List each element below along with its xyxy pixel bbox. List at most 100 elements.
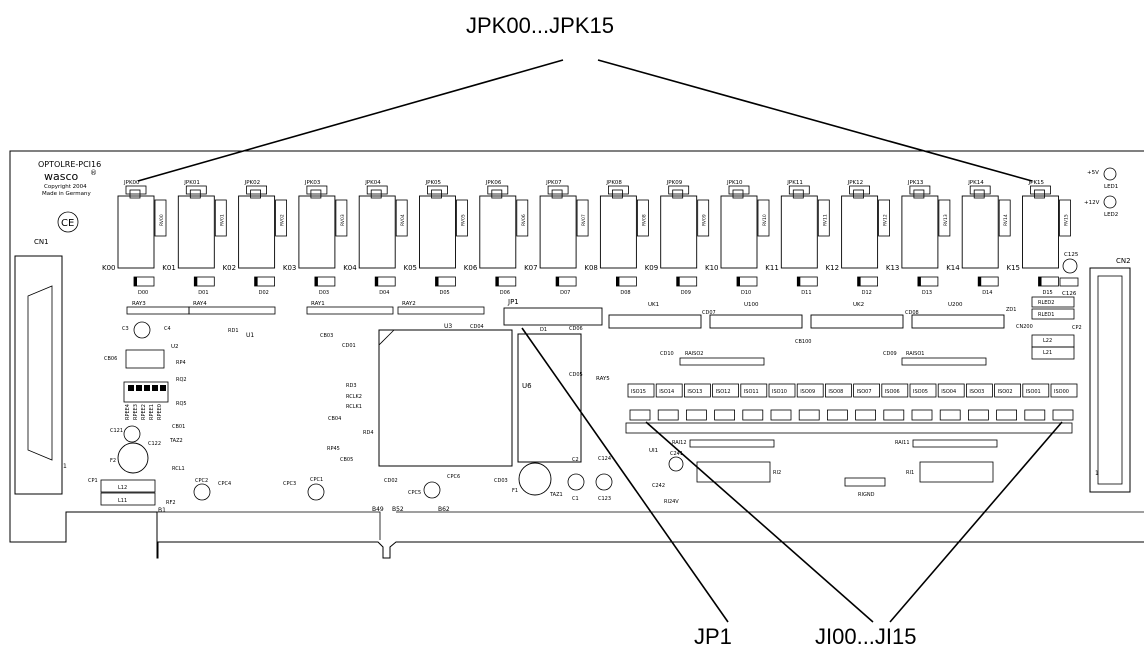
iso-1 bbox=[655, 383, 683, 398]
cd06-label: CD06 bbox=[569, 326, 583, 332]
ray3-label: RAY3 bbox=[132, 301, 146, 307]
jumper-11 bbox=[788, 185, 810, 195]
ray4-resistor-array bbox=[188, 306, 276, 315]
cb06-part bbox=[125, 349, 165, 369]
cpc6-label: CPC6 bbox=[447, 474, 460, 480]
ji-jumper-6 bbox=[798, 409, 820, 421]
varistor-15 bbox=[1059, 199, 1071, 237]
varistor-1 bbox=[214, 199, 227, 237]
iso-12 bbox=[966, 383, 993, 398]
iso-label-4: ISO11 bbox=[744, 389, 759, 395]
cpc2-label: CPC2 bbox=[195, 478, 208, 484]
ji-jumper-9 bbox=[883, 409, 905, 421]
u6-chip bbox=[517, 333, 582, 463]
iso-label-1: ISO14 bbox=[659, 389, 674, 395]
callout-ji: JI00...JI15 bbox=[815, 624, 917, 649]
c241-capacitor bbox=[668, 456, 684, 472]
varistor-label-4: RV04 bbox=[400, 214, 406, 226]
diode-label-14: D14 bbox=[982, 290, 992, 296]
diode-band-15 bbox=[1038, 277, 1042, 286]
l11-label: L11 bbox=[118, 498, 127, 504]
diode-label-3: D03 bbox=[319, 290, 329, 296]
l12-inductor bbox=[100, 479, 156, 493]
rcl1-label: RCL1 bbox=[172, 466, 185, 472]
rq5-label: RQ5 bbox=[176, 401, 187, 407]
cd05-label: CD05 bbox=[569, 372, 583, 378]
c121-capacitor bbox=[123, 425, 141, 443]
cd02-label: CD02 bbox=[384, 478, 398, 484]
callout-lines bbox=[137, 59, 1063, 623]
c123-capacitor bbox=[595, 473, 613, 491]
diode-band-14 bbox=[978, 277, 982, 286]
rpee-label-4: RPEE0 bbox=[157, 404, 163, 420]
rpee-label-2: RPEE2 bbox=[141, 404, 147, 420]
jumper-12 bbox=[849, 185, 870, 195]
ji-jumper-14 bbox=[1024, 409, 1046, 421]
copyright-text: Copyright 2004 bbox=[44, 184, 87, 190]
relay-label-4: K04 bbox=[343, 264, 357, 272]
b49-label: B49 bbox=[372, 506, 384, 513]
relay-tab-1 bbox=[189, 189, 201, 199]
jumper-label-14: JPK14 bbox=[967, 180, 984, 186]
cb03-label: CB03 bbox=[320, 333, 333, 339]
l11-inductor bbox=[100, 492, 156, 506]
rpee-label-0: RPEE4 bbox=[125, 404, 131, 420]
jumper-label-1: JPK01 bbox=[183, 180, 200, 186]
c241-label: C241 bbox=[670, 451, 683, 457]
rai11-array bbox=[912, 439, 998, 448]
relay-7 bbox=[539, 195, 577, 269]
ji-jumper-row bbox=[625, 409, 1074, 434]
ji-jumper-1 bbox=[657, 409, 679, 421]
relay-label-7: K07 bbox=[524, 264, 538, 272]
relay-label-14: K14 bbox=[946, 264, 960, 272]
raiso1-array bbox=[901, 357, 987, 366]
opto-resistor-block: RPEE4 RPEE3 RPEE2 RPEE1 RPEE0 bbox=[123, 381, 169, 420]
cpc3-label: CPC3 bbox=[283, 481, 296, 487]
jumper-10 bbox=[728, 185, 750, 195]
varistor-label-15: RV15 bbox=[1064, 214, 1070, 226]
varistor-label-13: RV13 bbox=[943, 214, 949, 226]
raiso2-label: RAISO2 bbox=[685, 351, 703, 357]
diode-band-9 bbox=[676, 277, 680, 286]
iso-0 bbox=[627, 383, 655, 398]
ray1-resistor-array bbox=[306, 306, 394, 315]
c3-label: C3 bbox=[122, 326, 129, 332]
board-name: OPTOLRE-PCI16 bbox=[38, 160, 101, 169]
led1-label: LED1 bbox=[1104, 184, 1118, 190]
cd03-label: CD03 bbox=[494, 478, 508, 484]
jumper-2 bbox=[246, 185, 268, 195]
varistor-0 bbox=[154, 199, 167, 237]
relay-8 bbox=[599, 195, 637, 269]
varistor-10 bbox=[757, 199, 770, 237]
jumper-4 bbox=[366, 185, 388, 195]
cb06-label: CB06 bbox=[104, 356, 117, 362]
jumper-label-13: JPK13 bbox=[907, 180, 924, 186]
cd10-label: CD10 bbox=[660, 351, 674, 357]
relay-tab-9 bbox=[672, 189, 684, 199]
uk2-chip bbox=[810, 314, 904, 329]
iso-label-10: ISO05 bbox=[913, 389, 928, 395]
u1-label: U1 bbox=[246, 332, 254, 339]
varistor-2 bbox=[275, 199, 288, 237]
cb100-label: CB100 bbox=[795, 339, 811, 345]
led2-label: LED2 bbox=[1104, 212, 1118, 218]
c242-label: C242 bbox=[652, 483, 665, 489]
rp4-label: RP4 bbox=[176, 360, 186, 366]
cn2-inner bbox=[1097, 275, 1123, 485]
u3-chamfer bbox=[378, 329, 395, 346]
varistor-label-14: RV14 bbox=[1003, 214, 1009, 226]
varistor-3 bbox=[335, 199, 348, 237]
varistor-5 bbox=[456, 199, 468, 237]
varistor-11 bbox=[817, 199, 830, 237]
cn2-connector bbox=[1089, 267, 1131, 493]
relay-10 bbox=[720, 195, 758, 269]
varistor-14 bbox=[998, 199, 1011, 237]
ri2-label: RI2 bbox=[773, 470, 781, 476]
diode-label-13: D13 bbox=[922, 290, 932, 296]
cn1-label: CN1 bbox=[34, 238, 49, 246]
b1-label: B1 bbox=[158, 507, 166, 514]
